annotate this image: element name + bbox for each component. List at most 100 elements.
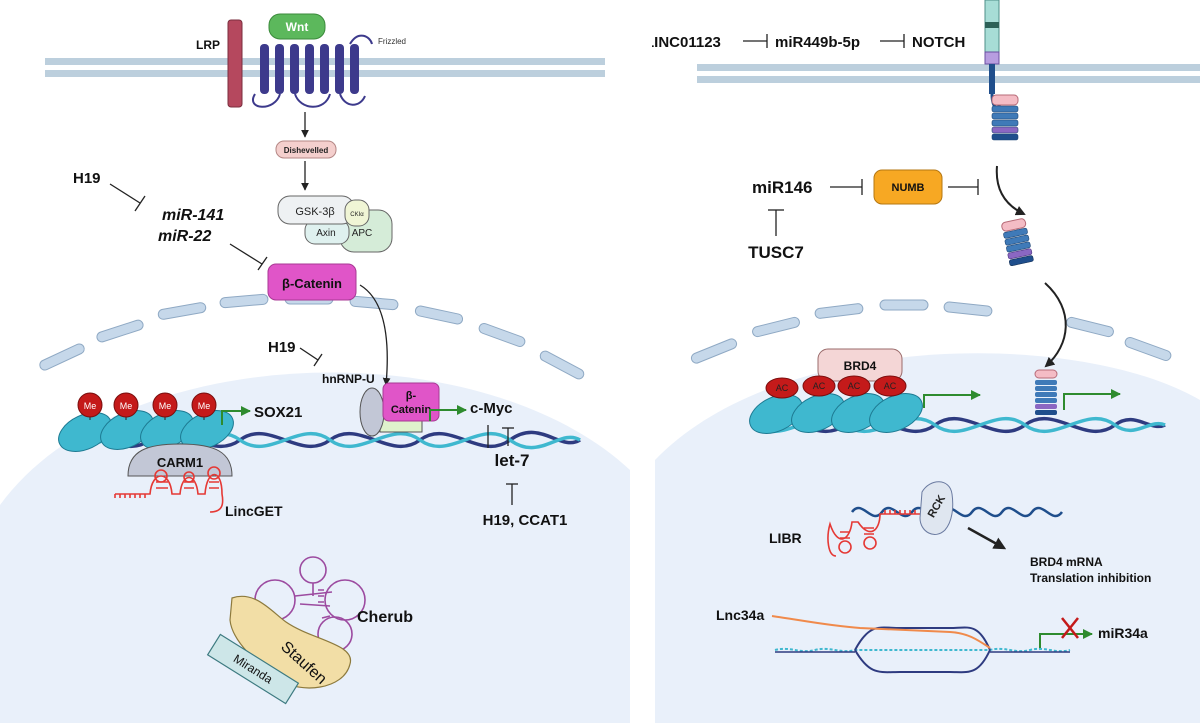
numb-label: NUMB — [892, 182, 925, 194]
mir22-label: miR-22 — [158, 228, 211, 245]
me-label-4: Me — [198, 401, 211, 411]
panel-divider — [630, 0, 652, 723]
me-label-2: Me — [120, 401, 133, 411]
nuclear-beta-catenin-label-2: Catenin — [391, 404, 432, 416]
lnc34a-label: Lnc34a — [716, 607, 764, 623]
beta-catenin-label: β-Catenin — [282, 276, 342, 291]
lincget-label: LincGET — [225, 503, 283, 519]
brd4-mrna — [850, 506, 1064, 518]
gsk3b-label: GSK-3β — [295, 206, 334, 218]
h19-inhibits-hnrnpu-bar — [313, 353, 323, 367]
brd4-mrna-label-1: BRD4 mRNA — [1030, 555, 1103, 569]
ac-mark — [802, 375, 836, 397]
destruction-complex — [277, 195, 393, 253]
axin-label: Axin — [316, 228, 335, 239]
lnc34a-rna — [771, 615, 991, 649]
nicd-on-dna — [1034, 369, 1058, 415]
nucleus-right — [655, 353, 1200, 723]
me-label-1: Me — [84, 401, 97, 411]
sox21-label: SOX21 — [254, 404, 302, 421]
notch-target-transcription-arrow — [1063, 389, 1121, 410]
nuclear-import-arrow — [1044, 282, 1067, 368]
lincget-rna — [114, 466, 224, 513]
libr-rna — [827, 510, 920, 557]
ck1a-box — [344, 199, 370, 227]
me-mark — [152, 392, 178, 418]
linc01123-label: LINC01123 — [645, 34, 721, 51]
h19-inhibits-mir-line — [109, 183, 141, 204]
ac-label-1: AC — [776, 383, 789, 393]
catenin-to-nucleus-arrow — [359, 284, 391, 386]
brd4-label: BRD4 — [844, 359, 877, 373]
acetyl-marks — [765, 375, 907, 399]
nucleosomes-left — [58, 410, 234, 452]
carm1-protein — [127, 443, 233, 477]
tusc7-label: TUSC7 — [748, 243, 804, 262]
libr-label: LIBR — [769, 530, 802, 546]
mir449b-label: miR449b-5p — [775, 34, 860, 51]
nuclear-beta-catenin-label-1: β- — [406, 390, 417, 402]
notch-receptor — [984, 0, 1019, 141]
rck-protein — [919, 481, 954, 535]
mir141-label: miR-141 — [162, 207, 224, 224]
cell-membrane-right — [697, 64, 1200, 83]
h19-inhibits-mir-bar — [134, 195, 146, 212]
ac-label-3: AC — [848, 381, 861, 391]
nucleosome — [749, 394, 803, 434]
methyl-marks — [77, 392, 217, 420]
hnrnpu-label: hnRNP-U — [322, 372, 375, 386]
ck1a-label: CKIα — [350, 212, 364, 218]
carm1-label: CARM1 — [157, 455, 203, 470]
nucleosome — [869, 393, 923, 433]
notch-label: NOTCH — [912, 34, 965, 51]
dishevelled-label: Dishevelled — [284, 146, 329, 155]
nucleosome — [791, 393, 845, 433]
lrp-receptor — [227, 19, 243, 108]
nuclear-envelope-left — [39, 293, 585, 380]
nuclear-beta-catenin-box — [382, 382, 440, 422]
frizzled-label: Frizzled — [378, 37, 406, 46]
tcf-protein — [359, 387, 385, 437]
ac-label-2: AC — [813, 381, 826, 391]
brd4-transcription-arrow — [923, 390, 981, 408]
nuclear-envelope-right — [690, 299, 1172, 364]
brd4-mrna-label-2: Translation inhibition — [1030, 571, 1151, 585]
nicd-fragment — [1001, 218, 1034, 267]
h19-inhibits-hnrnpu-line — [299, 347, 319, 361]
ac-mark — [837, 375, 871, 397]
cmyc-transcription-arrow — [429, 405, 467, 421]
ac-mark — [765, 377, 799, 399]
h19-ccat1-label: H19, CCAT1 — [483, 512, 568, 529]
miranda-box — [206, 633, 300, 705]
dishevelled-box — [275, 140, 337, 159]
cmyc-label: c-Myc — [470, 400, 513, 417]
wnt-ligand — [268, 13, 326, 40]
h19-top-label: H19 — [73, 170, 101, 187]
mir34a-locus-dna — [774, 626, 1071, 674]
cleavage-arrow — [995, 165, 1026, 216]
beta-catenin-box — [267, 263, 357, 301]
apc-label: APC — [352, 228, 373, 239]
let7-label: let-7 — [495, 451, 530, 470]
me-mark — [191, 392, 217, 418]
mir146-label: miR146 — [752, 178, 812, 197]
numb-box — [873, 169, 943, 205]
ac-mark — [873, 375, 907, 397]
mir34a-label: miR34a — [1098, 625, 1148, 641]
me-mark — [113, 392, 139, 418]
me-label-3: Me — [159, 401, 172, 411]
mir-inhibits-catenin-bar — [257, 256, 268, 271]
libr-to-translation-arrow — [967, 526, 1007, 550]
ac-label-4: AC — [884, 381, 897, 391]
inhibition-cross-icon — [1061, 617, 1079, 639]
cherub-label: Cherub — [357, 609, 413, 626]
notch-panel: LINC01123 miR449b-5p NOTCH miR146 NUMB T… — [645, 0, 1200, 723]
nucleosomes-right — [749, 393, 923, 434]
wnt-label: Wnt — [286, 20, 309, 34]
me-mark — [77, 392, 103, 418]
sox21-transcription-arrow — [221, 406, 251, 425]
wnt-panel: LRP Frizzled Wnt Dishevelled — [0, 13, 630, 723]
mir-inhibits-catenin-line — [229, 243, 263, 265]
h19-mid-label: H19 — [268, 339, 296, 356]
